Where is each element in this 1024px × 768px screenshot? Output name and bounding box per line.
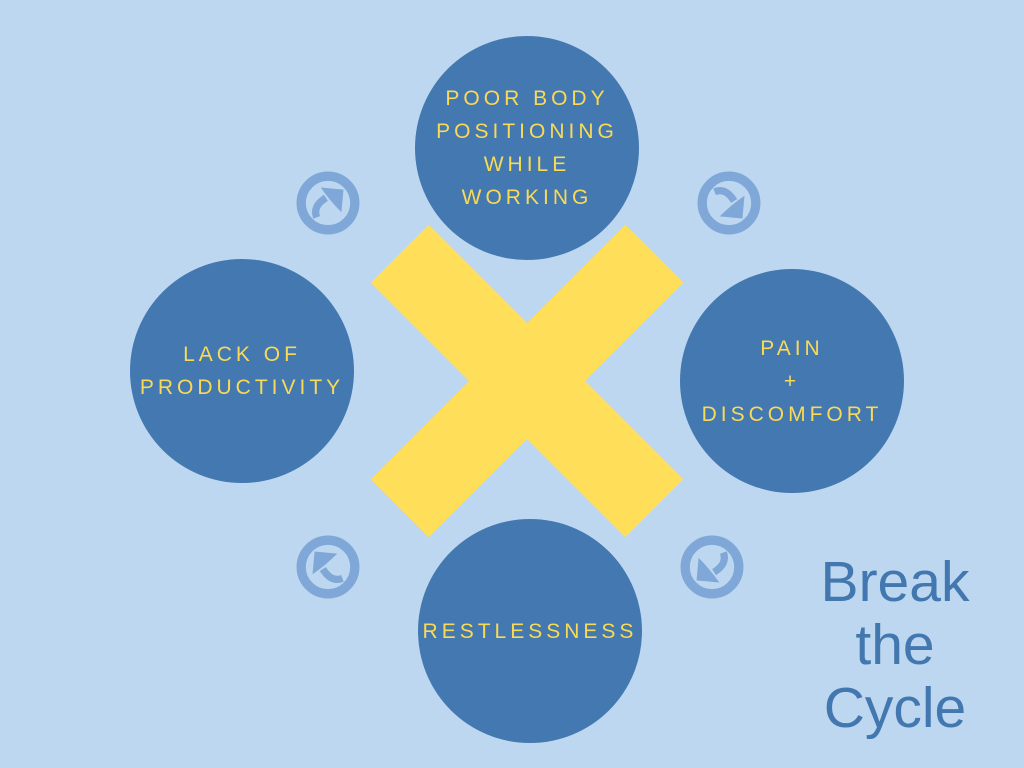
page-title-line: Break (820, 550, 970, 614)
node-label-line: DISCOMFORT (701, 402, 883, 426)
node-label-line: POSITIONING (436, 120, 618, 143)
node-label-line: WHILE (483, 153, 571, 176)
cycle-arrow-up-right-icon (296, 171, 360, 235)
node-label: LACK OF PRODUCTIVITY (140, 338, 344, 404)
node-restlessness: RESTLESSNESS (418, 519, 642, 743)
node-label-line: LACK OF (183, 343, 301, 366)
node-label: RESTLESSNESS (423, 615, 638, 648)
node-label: POOR BODY POSITIONING WHILE WORKING (436, 82, 618, 214)
node-label-line: WORKING (461, 186, 593, 209)
node-label-line: PRODUCTIVITY (139, 376, 345, 399)
page-title-line: Cycle (823, 676, 967, 740)
node-pain-discomfort: PAIN + DISCOMFORT (680, 269, 904, 493)
page-title: Break the Cycle (782, 551, 1008, 740)
node-label-line: POOR BODY (445, 87, 609, 110)
node-poor-body-positioning: POOR BODY POSITIONING WHILE WORKING (415, 36, 639, 260)
node-label: PAIN + DISCOMFORT (702, 332, 883, 431)
node-lack-of-productivity: LACK OF PRODUCTIVITY (130, 259, 354, 483)
cycle-arrow-up-left-icon (296, 535, 360, 599)
node-label-line: RESTLESSNESS (422, 619, 638, 643)
cycle-arrow-down-right-icon (697, 171, 761, 235)
node-label-line: PAIN (760, 336, 824, 360)
node-label-line: + (783, 369, 801, 393)
cycle-arrow-down-left-icon (680, 535, 744, 599)
page-title-line: the (855, 613, 935, 677)
